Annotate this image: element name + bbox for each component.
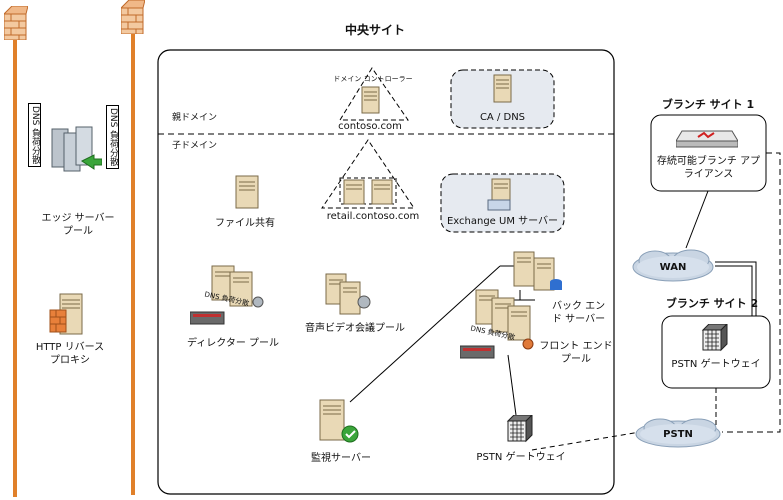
av-pool-label: 音声ビデオ会議プール — [305, 323, 405, 334]
branch-pstn-gateway-label: PSTN ゲートウェイ — [671, 359, 761, 370]
pstn-label: PSTN — [663, 429, 693, 440]
reverse-proxy-icon — [48, 292, 88, 342]
monitoring-label: 監視サーバー — [311, 453, 371, 464]
router-icon — [675, 125, 739, 153]
monitoring-server-icon — [318, 398, 364, 450]
monitor-to-backend-line — [349, 265, 501, 403]
wan-to-branch2-line — [715, 261, 757, 316]
pstn-gateway-label: PSTN ゲートウェイ — [476, 452, 566, 463]
backend-label: バック エン ド サーバー — [552, 301, 606, 325]
branch-pstn-gateway-icon — [699, 322, 729, 358]
backend-server-icon — [512, 250, 564, 296]
wan-cloud — [632, 249, 714, 282]
av-conferencing-pool-icon — [324, 272, 374, 324]
file-share-server-icon — [232, 174, 262, 214]
exchange-um-label: Exchange UM サーバー — [446, 216, 559, 227]
retail-dc-box — [339, 177, 397, 205]
edge-server-pool-icon — [48, 125, 103, 179]
child-dc-triangle — [321, 139, 415, 209]
gateway-to-frontend-line — [507, 354, 517, 416]
edge-pool-label: エッジ サーバー プール — [41, 213, 115, 237]
retail-label: retail.contoso.com — [326, 211, 420, 222]
retail-dc-icon — [342, 179, 396, 209]
ca-dns-server-icon — [492, 74, 514, 108]
central-site-title: 中央サイト — [344, 23, 405, 37]
central-site-box — [157, 49, 615, 495]
gateway-to-pstn-dashed — [531, 431, 641, 451]
child-domain-label: 子ドメイン — [172, 141, 218, 151]
frontend-label: フロント エンド プール — [539, 341, 613, 365]
pstn-gateway-icon — [504, 413, 534, 449]
director-pool-label: ディレクター プール — [186, 338, 280, 349]
parent-domain-label: 親ドメイン — [172, 113, 218, 123]
branch2-title: ブランチ サイト 2 — [665, 297, 759, 310]
firewall-icon — [119, 0, 146, 38]
branch1-to-wan-line — [685, 190, 709, 249]
http-proxy-label: HTTP リバース プロキシ — [35, 342, 105, 366]
file-share-label: ファイル共有 — [215, 218, 275, 229]
wan-label: WAN — [659, 262, 687, 273]
parent-dc-triangle — [339, 67, 409, 121]
branch1-pstn-dashed — [722, 152, 781, 433]
dns-lb-label-right: DNS 負荷分散 — [106, 105, 119, 170]
pstn-cloud — [635, 418, 721, 448]
frontend-pool-icon — [459, 288, 540, 370]
firewall-icon — [2, 5, 29, 44]
director-pool-icon — [189, 262, 270, 336]
branch1-title: ブランチ サイト 1 — [661, 98, 755, 111]
ca-dns-label: CA / DNS — [479, 112, 526, 123]
exchange-um-icon — [486, 178, 516, 216]
branch-appliance-label: 存続可能ブランチ アプ ライアンス — [656, 156, 761, 180]
domain-controller-icon — [360, 86, 382, 118]
contoso-label: contoso.com — [338, 121, 402, 132]
dns-lb-label-left: DNS 負荷分散 — [28, 103, 41, 168]
domain-controller-label: ドメイン コントローラー — [333, 75, 413, 83]
